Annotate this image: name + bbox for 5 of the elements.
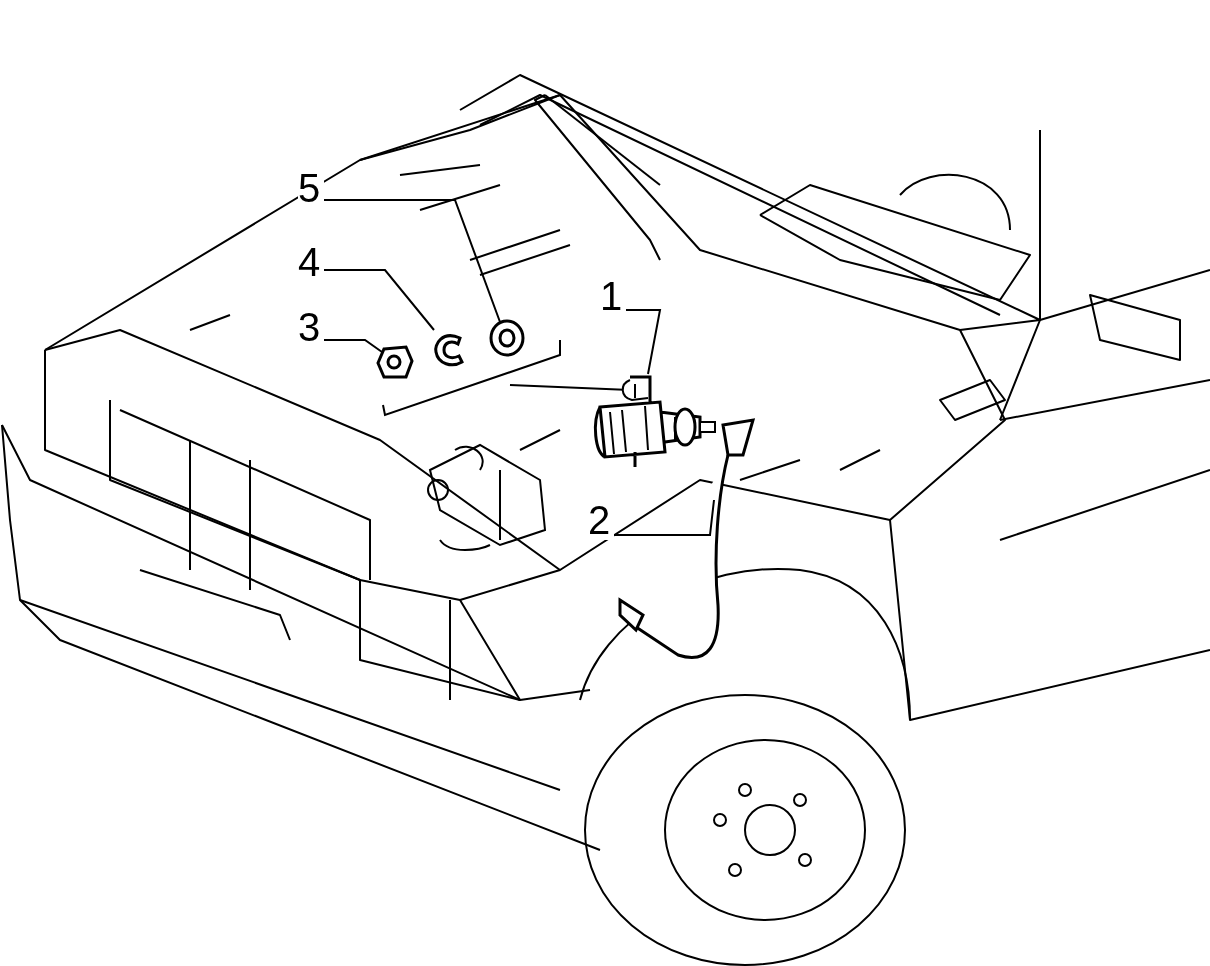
leader-line — [613, 499, 715, 536]
leader-line — [323, 199, 501, 323]
leader-line — [625, 309, 662, 375]
leader-line — [323, 269, 435, 331]
leader-line — [323, 339, 383, 353]
